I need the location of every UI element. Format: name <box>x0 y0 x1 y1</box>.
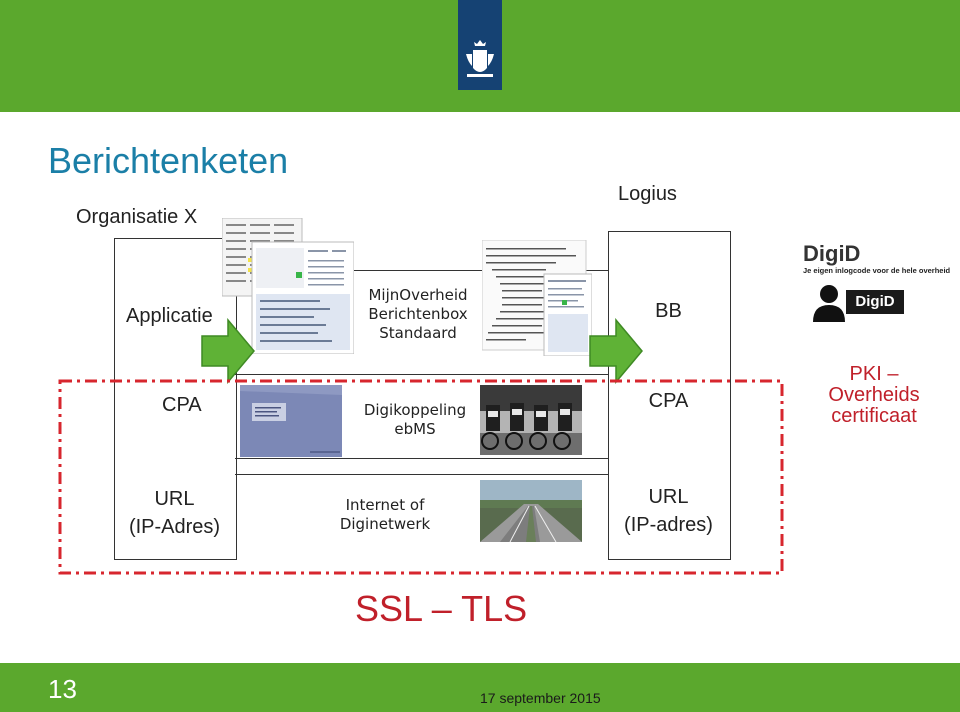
applicatie-label: Applicatie <box>126 305 213 327</box>
page-number: 13 <box>48 674 77 704</box>
left-url-label: URL <box>154 488 195 510</box>
left-column-heading: Organisatie X <box>76 206 198 228</box>
couriers-photo <box>480 385 582 455</box>
berichtenbox-line-2: Berichtenbox <box>368 305 468 323</box>
envelope-image <box>240 385 342 457</box>
digikoppeling-line-1: Digikoppeling <box>363 401 467 419</box>
berichtenbox-line-3: Standaard <box>379 324 457 342</box>
lane-line-1 <box>235 270 608 271</box>
berichtenbox-text: MijnOverheid Berichtenbox Standaard <box>348 286 488 343</box>
digid-tagline: Je eigen inlogcode voor de hele overheid <box>803 266 951 275</box>
highway-photo <box>480 480 582 542</box>
internet-text: Internet of Diginetwerk <box>315 496 455 534</box>
coat-of-arms-icon <box>458 0 502 90</box>
pki-line-2: Overheids <box>828 384 920 406</box>
digid-logo: DigiD Je eigen inlogcode voor de hele ov… <box>803 241 951 276</box>
organisatie-box <box>114 238 237 560</box>
berichtenbox-document-image <box>221 217 355 355</box>
arrow-right-icon-right <box>588 317 644 385</box>
lane-line-2 <box>235 374 608 375</box>
internet-line-1: Internet of <box>345 496 425 514</box>
lane-line-4 <box>235 474 608 475</box>
berichtenbox-line-1: MijnOverheid <box>368 286 468 304</box>
lane-line-3 <box>235 458 608 459</box>
right-ip-label: (IP-adres) <box>624 514 713 536</box>
person-icon <box>812 284 846 322</box>
digid-badge: DigiD <box>846 290 904 314</box>
pki-label: PKI – Overheids certificaat <box>812 364 936 427</box>
left-cpa-label: CPA <box>162 394 202 416</box>
xml-document-image <box>481 239 593 357</box>
coat-of-arms-logo <box>458 0 502 90</box>
bb-label: BB <box>655 300 682 322</box>
left-ip-label: (IP-Adres) <box>128 516 221 538</box>
right-column-heading: Logius <box>618 183 677 205</box>
pki-line-1: PKI – <box>849 363 899 385</box>
right-url-label: URL <box>648 486 689 508</box>
digikoppeling-text: Digikoppeling ebMS <box>345 401 485 439</box>
digid-logo-text: DigiD <box>803 241 861 266</box>
right-cpa-label: CPA <box>648 390 689 412</box>
page-title: Berichtenketen <box>48 140 289 181</box>
arrow-right-icon-left <box>200 317 256 385</box>
internet-line-2: Diginetwerk <box>339 515 431 533</box>
footer-date: 17 september 2015 <box>480 690 601 706</box>
digikoppeling-line-2: ebMS <box>394 420 436 438</box>
pki-line-3: certificaat <box>831 405 917 427</box>
footer-bar <box>0 663 960 712</box>
ssl-tls-label: SSL – TLS <box>355 588 528 629</box>
logius-box <box>608 231 731 560</box>
